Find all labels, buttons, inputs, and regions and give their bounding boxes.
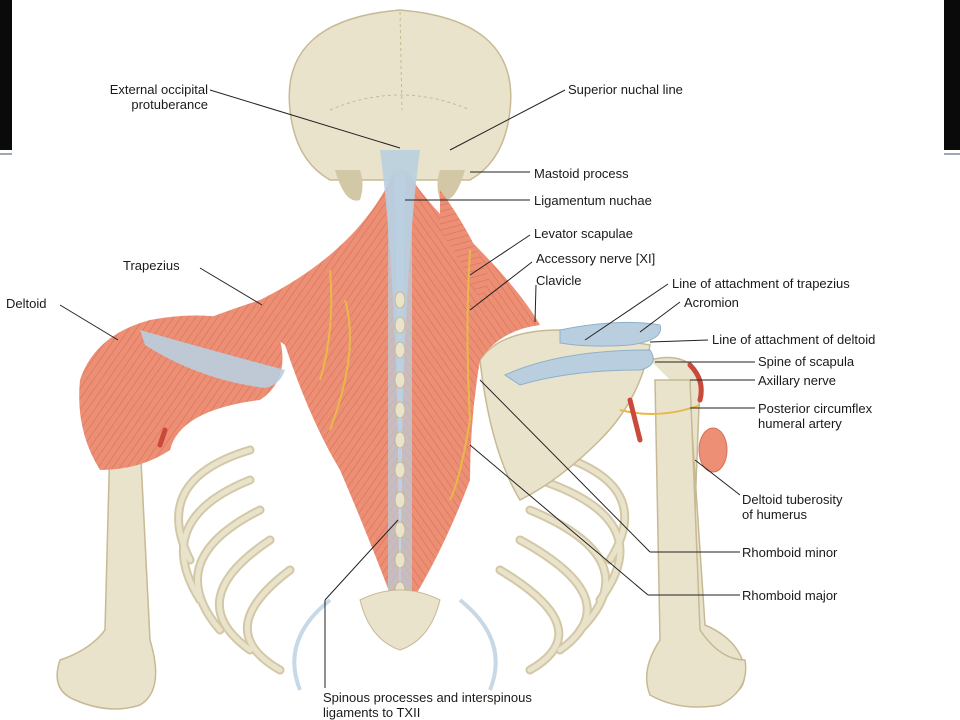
label-rhomboid-minor: Rhomboid minor	[742, 545, 838, 560]
spine-ligament-strip	[388, 170, 412, 620]
arteries	[157, 362, 704, 448]
label-trapezius: Trapezius	[123, 258, 180, 273]
trapezius-left	[180, 170, 400, 620]
spinous-processes	[394, 291, 406, 599]
right-humerus-lower	[645, 379, 747, 708]
right-divider-rule	[944, 153, 960, 155]
label-ligamentum-nuchae: Ligamentum nuchae	[534, 193, 652, 208]
label-spinous-processes: Spinous processes and interspinous ligam…	[323, 690, 532, 720]
label-external-occipital-protuberance: External occipital protuberance	[109, 82, 208, 112]
rib-cage-highlight	[176, 447, 628, 673]
acromion-shape	[559, 321, 662, 347]
label-line-of-attachment-of-trapezius: Line of attachment of trapezius	[672, 276, 850, 291]
deltoid-muscle	[79, 315, 283, 470]
label-clavicle: Clavicle	[536, 273, 582, 288]
mastoid-process-shape	[335, 170, 465, 201]
left-slide-bar	[0, 0, 12, 150]
deltoid-attachment-band	[140, 330, 285, 388]
left-divider-rule	[0, 153, 12, 155]
label-line-of-attachment-of-deltoid: Line of attachment of deltoid	[712, 332, 876, 347]
label-deltoid: Deltoid	[6, 296, 47, 311]
levator-scapulae-shape	[440, 190, 490, 300]
label-levator-scapulae: Levator scapulae	[534, 226, 634, 241]
label-acromion: Acromion	[684, 295, 739, 310]
label-superior-nuchal-line: Superior nuchal line	[568, 82, 683, 97]
label-spine-of-scapula: Spine of scapula	[758, 354, 855, 369]
label-posterior-circumflex-humeral-artery: Posterior circumflex humeral artery	[758, 401, 873, 431]
label-deltoid-tuberosity-of-humerus: Deltoid tuberosity of humerus	[742, 492, 843, 522]
skull-suture	[329, 11, 471, 111]
spine-of-scapula-shape	[503, 349, 654, 386]
label-accessory-nerve: Accessory nerve [XI]	[536, 251, 656, 266]
intercostal-ligaments	[292, 598, 498, 691]
label-mastoid-process: Mastoid process	[534, 166, 629, 181]
sacral-region	[359, 589, 441, 651]
nerves	[319, 249, 701, 501]
label-axillary-nerve: Axillary nerve	[758, 373, 837, 388]
humeral-artery-cluster	[698, 427, 728, 473]
right-slide-bar	[944, 0, 960, 150]
left-humerus	[56, 434, 157, 710]
label-rhomboid-major: Rhomboid major	[742, 588, 838, 603]
leader-lines	[59, 89, 755, 688]
